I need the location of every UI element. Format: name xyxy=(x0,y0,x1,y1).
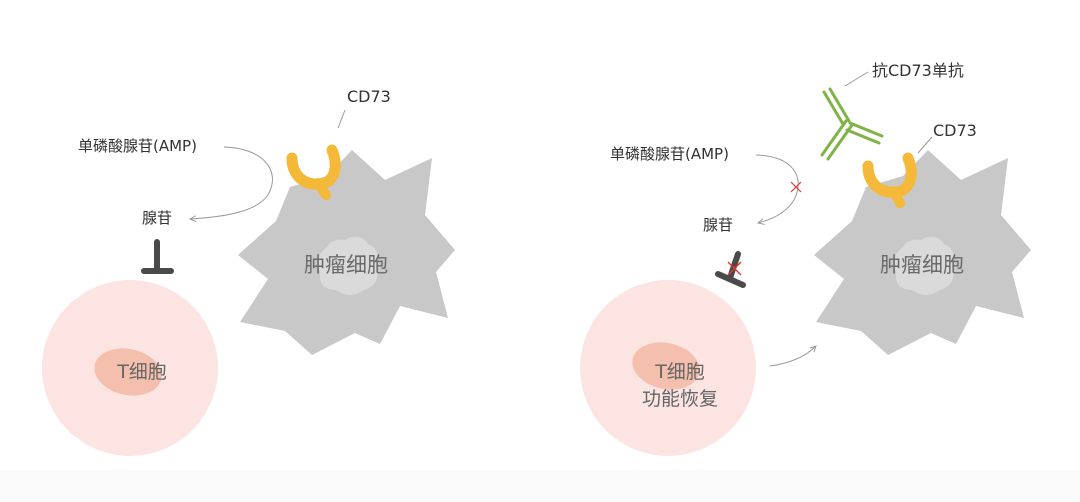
adenosine-inhibition-marker xyxy=(141,239,174,274)
antibody-pointer-line xyxy=(844,71,869,87)
right-panel: T细胞 功能恢复 肿瘤细胞 CD73 抗CD73单抗 xyxy=(580,61,1031,456)
background-band xyxy=(0,470,1080,502)
amp-label-right: 单磷酸腺苷(AMP) xyxy=(610,145,729,163)
cd73-right-label: CD73 xyxy=(933,121,977,140)
tumor-nucleus xyxy=(318,236,378,295)
tumor-nucleus-right xyxy=(894,236,954,295)
tumor-cell-label: 肿瘤细胞 xyxy=(304,253,388,277)
cd73-label: CD73 xyxy=(347,87,391,106)
cd73-receptor xyxy=(286,144,341,190)
tumor-cell-right-label: 肿瘤细胞 xyxy=(880,253,964,277)
cd73-pointer-line xyxy=(337,109,346,129)
t-cell-nucleus xyxy=(94,348,162,396)
amp-to-adenosine-arrow xyxy=(190,146,273,219)
cd73-receptor-right-stem xyxy=(889,186,905,208)
anti-cd73-antibody xyxy=(820,87,884,161)
function-restored-label: 功能恢复 xyxy=(642,388,718,410)
inhibition-removed-marker xyxy=(715,251,746,288)
t-cell-restored-label: T细胞 xyxy=(654,361,705,383)
antibody-label: 抗CD73单抗 xyxy=(872,61,964,80)
amp-to-adenosine-blocked-arrow xyxy=(755,154,799,223)
t-cell-label: T细胞 xyxy=(116,361,167,383)
cd73-right-pointer-line xyxy=(917,136,933,154)
t-cell-restored-nucleus xyxy=(632,342,700,390)
conversion-blocked-mark xyxy=(790,181,802,193)
amp-label: 单磷酸腺苷(AMP) xyxy=(78,137,197,155)
adenosine-label-right: 腺苷 xyxy=(703,216,733,234)
adenosine-label: 腺苷 xyxy=(142,209,172,227)
left-panel: T细胞 肿瘤细胞 CD73 单磷酸腺苷(AMP) 腺苷 xyxy=(42,87,455,456)
cd73-receptor-stem xyxy=(313,178,331,200)
tcell-to-tumor-arrow xyxy=(769,346,816,367)
